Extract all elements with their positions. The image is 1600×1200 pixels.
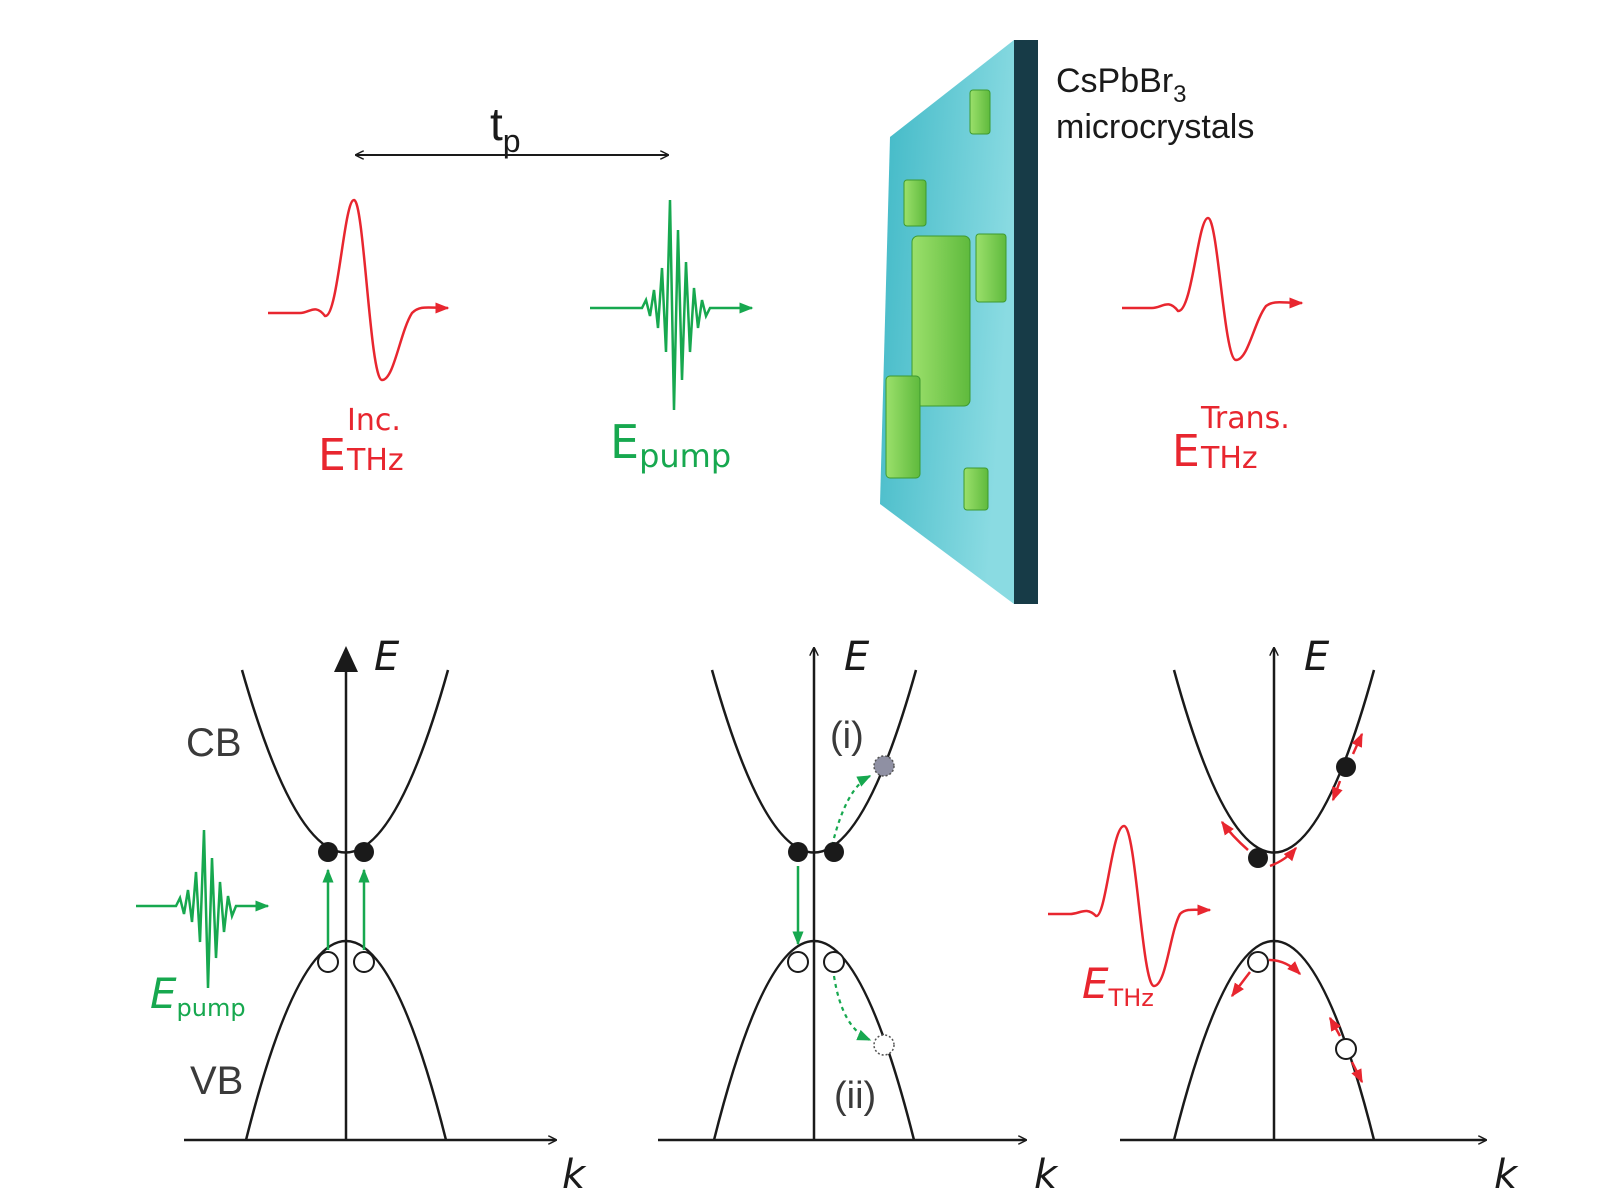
thz-label-right: ETHz xyxy=(1082,959,1154,1012)
acceleration-arrow xyxy=(1351,732,1364,755)
microcrystal xyxy=(911,235,971,407)
delay-indicator: tp xyxy=(356,98,668,159)
band-diagram-middle: E k (i) (ii) xyxy=(658,634,1059,1198)
band-diagram-right: E k ETHz xyxy=(1048,634,1519,1198)
energy-axis-arrowhead xyxy=(334,646,358,672)
acceleration-arrow xyxy=(1268,958,1301,975)
hole xyxy=(1335,1038,1357,1060)
slab-edge xyxy=(1014,40,1038,604)
thz-waveform-right xyxy=(1048,824,1212,988)
microcrystal xyxy=(903,179,927,227)
hole xyxy=(787,951,809,973)
pump-waveform-top xyxy=(590,199,754,411)
pump-label-left: Epump xyxy=(150,969,246,1022)
incident-thz-waveform xyxy=(268,198,450,382)
cb-label: CB xyxy=(186,721,242,765)
valence-band xyxy=(244,940,448,1141)
acceleration-arrow xyxy=(1331,780,1343,802)
electron xyxy=(318,842,338,862)
electron xyxy=(354,842,374,862)
momentum-axis-label: k xyxy=(1494,1152,1519,1198)
microcrystal xyxy=(969,89,991,135)
acceleration-arrow xyxy=(1230,971,1251,998)
conduction-band xyxy=(240,669,450,854)
sample-label-line1: CsPbBr3 xyxy=(1056,62,1187,108)
microcrystal xyxy=(885,375,921,479)
acceleration-arrow xyxy=(1269,846,1297,868)
scattered-hole xyxy=(873,1034,895,1056)
acceleration-arrow xyxy=(1328,1016,1342,1037)
momentum-axis-label: k xyxy=(1034,1152,1059,1198)
microcrystal xyxy=(975,233,1007,303)
sample-label-line2: microcrystals xyxy=(1056,108,1254,146)
sample-slab xyxy=(880,40,1038,604)
electron xyxy=(1248,848,1268,868)
transmitted-thz-waveform xyxy=(1122,216,1304,362)
pump-pulse-top: Epump xyxy=(590,199,754,475)
hole xyxy=(1247,951,1269,973)
incident-thz-label: EInc.THz xyxy=(318,403,404,481)
scattering-arrow-i xyxy=(830,775,872,847)
energy-axis-label: E xyxy=(1304,634,1330,680)
pump-waveform-left xyxy=(136,829,270,989)
scattering-arrow-ii xyxy=(832,975,872,1042)
acceleration-arrow xyxy=(1350,1061,1364,1084)
hole xyxy=(823,951,845,973)
vb-label: VB xyxy=(190,1059,243,1103)
process-i-label: (i) xyxy=(830,715,864,757)
energy-axis-label: E xyxy=(844,634,870,680)
microcrystal xyxy=(963,467,989,511)
microcrystals xyxy=(885,89,1007,511)
pump-label-top: Epump xyxy=(610,415,731,475)
electron xyxy=(1336,757,1356,777)
scattered-electron xyxy=(873,755,895,777)
incident-thz-pulse: EInc.THz xyxy=(268,198,450,481)
band-diagram-left: E k CB VB Epump xyxy=(136,634,587,1198)
electron xyxy=(824,842,844,862)
transmitted-thz-pulse: ETrans.THz xyxy=(1122,216,1304,477)
acceleration-arrow xyxy=(1220,820,1249,851)
momentum-axis-label: k xyxy=(562,1152,587,1198)
transmitted-thz-label: ETrans.THz xyxy=(1172,401,1290,477)
process-ii-label: (ii) xyxy=(834,1075,876,1117)
sample-label: CsPbBr3 microcrystals xyxy=(1056,62,1254,146)
energy-axis-label: E xyxy=(374,634,400,680)
hole xyxy=(353,951,375,973)
delay-label: tp xyxy=(490,98,521,159)
hole xyxy=(317,951,339,973)
electron xyxy=(788,842,808,862)
